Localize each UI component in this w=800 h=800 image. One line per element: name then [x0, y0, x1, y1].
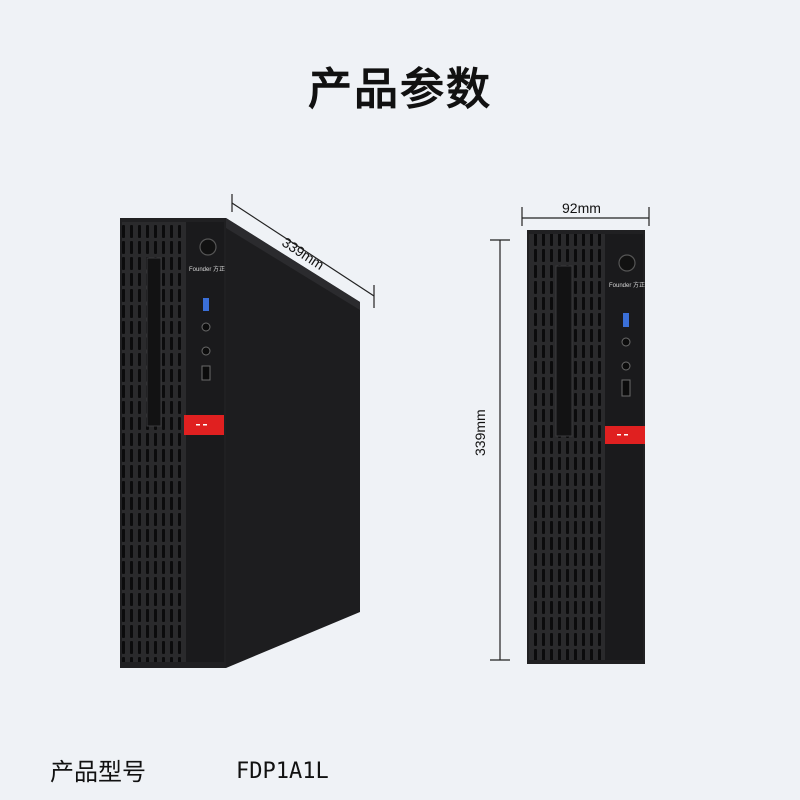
audio-jack: [621, 361, 631, 371]
audio-jack: [621, 337, 631, 347]
audio-jack: [201, 346, 211, 356]
width-dimension: [521, 207, 650, 226]
side-panel: [226, 218, 360, 668]
height-label: 339mm: [472, 409, 488, 456]
usb-port: [203, 298, 209, 311]
usb-port: [621, 379, 631, 397]
power-button: [199, 238, 217, 256]
drive-bay: [146, 257, 162, 427]
usb-port: [201, 365, 211, 381]
page-title: 产品参数: [308, 64, 492, 115]
spec-label: 产品型号: [50, 758, 146, 786]
brand-logo: Founder 方正: [609, 283, 646, 289]
usb-port: [623, 313, 629, 327]
power-button: [618, 254, 636, 272]
pc-front-view: [527, 230, 645, 664]
audio-jack: [201, 322, 211, 332]
height-dimension: [490, 239, 510, 661]
drive-bay: [555, 265, 573, 437]
pc-perspective-view: [120, 218, 360, 668]
depth-dimension: [231, 194, 375, 308]
width-label: 92mm: [562, 200, 601, 216]
brand-logo: Founder 方正: [189, 267, 226, 273]
spec-value: FDP1A1L: [236, 759, 329, 784]
